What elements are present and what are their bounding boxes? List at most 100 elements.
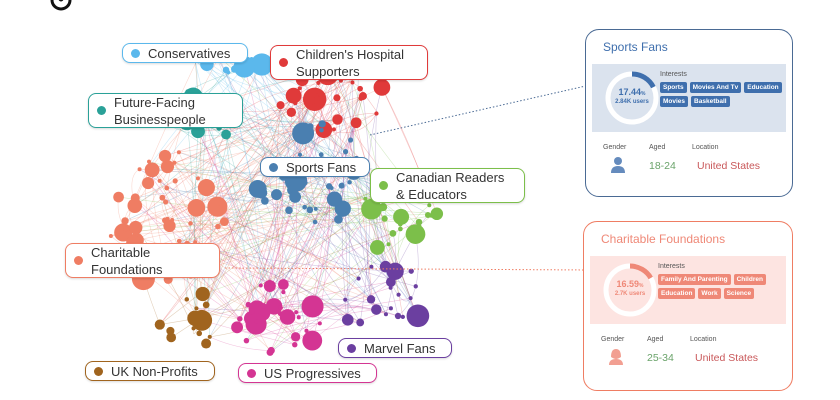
network-node-us-progressives[interactable] [265, 298, 283, 315]
network-node-charitable-foundations[interactable] [144, 162, 160, 178]
network-node-charitable-foundations[interactable] [170, 217, 175, 222]
network-node-charitable-foundations[interactable] [163, 199, 169, 205]
network-node-marvel-fans[interactable] [370, 298, 375, 303]
network-node-uk-nonprofits[interactable] [166, 332, 177, 343]
network-node-conservatives[interactable] [226, 70, 231, 75]
audience-card-sports-fans[interactable]: Sports Fans 17.44%2.84K users Interests … [585, 29, 793, 197]
network-node-canadian-readers[interactable] [389, 229, 397, 237]
network-node-marvel-fans[interactable] [394, 312, 402, 320]
network-node-us-progressives[interactable] [260, 303, 267, 309]
interest-tag[interactable]: Education [658, 288, 696, 299]
network-node-marvel-fans[interactable] [388, 306, 393, 311]
network-node-sports-fans[interactable] [255, 187, 268, 199]
network-node-sports-fans[interactable] [318, 152, 324, 158]
network-node-sports-fans[interactable] [319, 127, 324, 133]
network-node-marvel-fans[interactable] [396, 292, 401, 297]
network-node-sports-fans[interactable] [326, 191, 343, 207]
network-node-us-progressives[interactable] [279, 309, 296, 325]
network-node-marvel-fans[interactable] [388, 285, 393, 290]
network-node-us-progressives[interactable] [258, 283, 263, 288]
network-node-childrens-hospital[interactable] [357, 85, 363, 92]
network-node-sports-fans[interactable] [302, 204, 307, 210]
network-node-childrens-hospital[interactable] [332, 114, 343, 125]
network-node-us-progressives[interactable] [278, 279, 289, 290]
network-node-sports-fans[interactable] [297, 152, 303, 157]
network-node-sports-fans[interactable] [261, 197, 269, 205]
network-node-uk-nonprofits[interactable] [154, 319, 165, 330]
network-node-sports-fans[interactable] [348, 137, 354, 143]
audience-card-charitable-foundations[interactable]: Charitable Foundations 16.59%2.7K users … [583, 221, 793, 391]
network-node-marvel-fans[interactable] [408, 268, 414, 274]
interest-tag[interactable]: Children [733, 274, 766, 285]
network-node-conservatives[interactable] [250, 53, 273, 76]
network-node-charitable-foundations[interactable] [215, 223, 221, 230]
cluster-label-us-progressives[interactable]: US Progressives [238, 363, 377, 383]
network-node-uk-nonprofits[interactable] [194, 306, 199, 311]
network-node-canadian-readers[interactable] [381, 215, 388, 222]
network-node-canadian-readers[interactable] [415, 223, 422, 230]
network-node-sports-fans[interactable] [329, 185, 334, 191]
interest-tag[interactable]: Movies And Tv [689, 82, 742, 93]
network-node-charitable-foundations[interactable] [160, 160, 175, 174]
network-node-marvel-fans[interactable] [379, 260, 392, 273]
network-node-canadian-readers[interactable] [369, 240, 385, 255]
network-node-childrens-hospital[interactable] [358, 92, 367, 101]
interest-tag[interactable]: Basketball [691, 96, 730, 107]
network-node-charitable-foundations[interactable] [188, 221, 193, 226]
network-node-childrens-hospital[interactable] [293, 100, 298, 106]
network-node-charitable-foundations[interactable] [128, 220, 143, 235]
network-node-childrens-hospital[interactable] [350, 117, 362, 129]
network-node-childrens-hospital[interactable] [316, 80, 321, 86]
network-node-us-progressives[interactable] [302, 330, 323, 351]
network-node-us-progressives[interactable] [278, 305, 283, 310]
network-node-charitable-foundations[interactable] [157, 178, 162, 183]
network-node-marvel-fans[interactable] [371, 304, 382, 315]
network-node-canadian-readers[interactable] [393, 208, 410, 225]
network-node-sports-fans[interactable] [338, 182, 345, 189]
cluster-label-conservatives[interactable]: Conservatives [122, 43, 248, 63]
network-node-sports-fans[interactable] [347, 180, 352, 185]
network-node-us-progressives[interactable] [263, 280, 276, 293]
network-node-us-progressives[interactable] [254, 319, 259, 324]
network-node-sports-fans[interactable] [289, 190, 302, 203]
network-node-us-progressives[interactable] [243, 337, 250, 344]
network-node-charitable-foundations[interactable] [187, 199, 206, 217]
network-node-charitable-foundations[interactable] [127, 198, 143, 213]
network-node-marvel-fans[interactable] [408, 296, 413, 301]
network-node-marvel-fans[interactable] [356, 318, 365, 327]
interest-tag[interactable]: Work [698, 288, 721, 299]
interest-tag[interactable]: Family And Parenting [658, 274, 731, 285]
network-node-us-progressives[interactable] [292, 342, 298, 348]
network-node-charitable-foundations[interactable] [142, 177, 155, 190]
network-node-charitable-foundations[interactable] [108, 234, 113, 239]
network-node-childrens-hospital[interactable] [285, 87, 302, 104]
network-node-us-progressives[interactable] [267, 346, 275, 355]
network-node-charitable-foundations[interactable] [121, 217, 129, 225]
network-node-future-facing[interactable] [221, 129, 231, 140]
network-node-charitable-foundations[interactable] [137, 167, 142, 172]
network-node-canadian-readers[interactable] [424, 212, 431, 218]
network-node-charitable-foundations[interactable] [176, 238, 182, 244]
network-node-us-progressives[interactable] [317, 321, 322, 326]
network-node-us-progressives[interactable] [301, 295, 324, 318]
network-node-childrens-hospital[interactable] [286, 107, 297, 117]
network-node-sports-fans[interactable] [304, 131, 312, 139]
network-node-us-progressives[interactable] [294, 310, 299, 315]
cluster-label-marvel-fans[interactable]: Marvel Fans [338, 338, 452, 358]
network-node-childrens-hospital[interactable] [276, 101, 285, 110]
interest-tag[interactable]: Science [723, 288, 755, 299]
network-node-sports-fans[interactable] [318, 120, 326, 128]
network-node-future-facing[interactable] [185, 89, 190, 94]
network-node-sports-fans[interactable] [306, 206, 314, 214]
interest-tag[interactable]: Sports [660, 82, 687, 93]
network-node-marvel-fans[interactable] [343, 297, 348, 302]
network-node-childrens-hospital[interactable] [373, 79, 391, 96]
network-node-us-progressives[interactable] [290, 332, 301, 342]
network-node-childrens-hospital[interactable] [350, 80, 355, 85]
network-node-us-progressives[interactable] [304, 328, 309, 333]
network-node-marvel-fans[interactable] [400, 314, 405, 320]
network-node-canadian-readers[interactable] [415, 218, 423, 226]
network-node-charitable-foundations[interactable] [197, 179, 215, 197]
network-node-sports-fans[interactable] [312, 219, 318, 225]
network-node-charitable-foundations[interactable] [219, 217, 229, 227]
